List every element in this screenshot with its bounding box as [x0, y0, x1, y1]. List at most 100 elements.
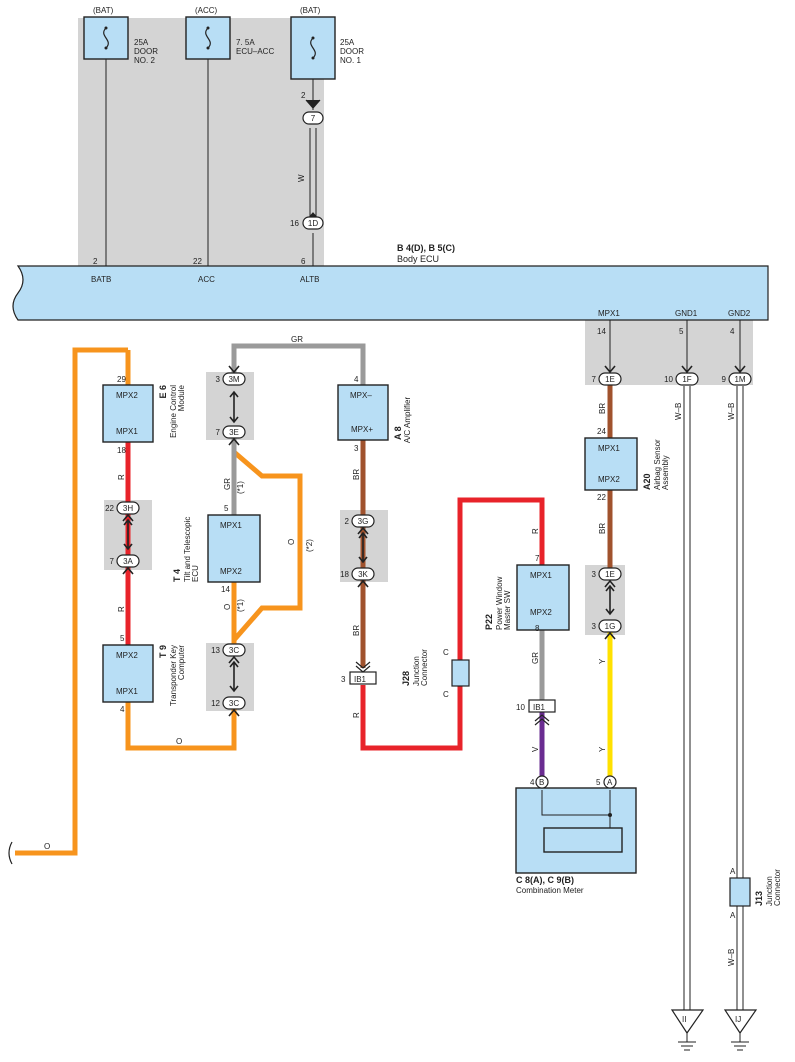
component-a8 [337, 384, 389, 441]
ground-ii [670, 1009, 705, 1051]
junction-pin-label: 3A [123, 557, 133, 566]
wire-color-label: W [297, 174, 306, 182]
fuse-door-no2 [83, 16, 129, 60]
component-terminal-label: MPX2 [598, 475, 620, 484]
junction-pin-3m: 3M 3 [216, 365, 246, 386]
component-terminal-label: MPX1 [220, 521, 242, 530]
junction-7 [302, 111, 324, 125]
wire-gr-top [231, 343, 366, 385]
connector-arrow [305, 99, 321, 109]
pin-number: 5 [679, 327, 684, 336]
component-terminal-label: MPX+ [351, 425, 373, 434]
component-code-j13: J13 [754, 891, 764, 906]
junction-pin-number: 10 [664, 375, 673, 384]
wire-color-label: BR [598, 403, 607, 414]
body-ecu-code: B 4(D), B 5(C) [397, 243, 455, 253]
component-code-a20: A20 [642, 473, 652, 490]
connector-arrow [355, 661, 371, 673]
component-name-e6: Engine Control [169, 385, 178, 438]
component-code-j28: J28 [401, 671, 411, 686]
junction-pin-3e: 3E7 [216, 425, 246, 446]
fuse-name-label: ECU–ACC [236, 47, 274, 56]
junction-pin-number: 3 [592, 570, 597, 579]
ground-label-ij: IJ [735, 1015, 741, 1024]
wire-break-mark [8, 841, 13, 865]
wire-color-label: GR [531, 652, 540, 664]
junction-pin-1d: 1D [308, 219, 318, 228]
fuse-name-label: DOOR [134, 47, 158, 56]
junction-pin-label: 7 [311, 114, 316, 123]
pin-number: 8 [535, 624, 540, 633]
pin-number: 3 [354, 444, 359, 453]
wire-color-label: O [287, 539, 296, 545]
junction-connector-j13 [729, 877, 751, 907]
pin-number: 22 [597, 493, 606, 502]
junction-pin-3a: 3A7 [110, 554, 140, 575]
wire-color-label: R [117, 606, 126, 612]
component-t4 [207, 514, 261, 583]
meter-internal-module [543, 827, 623, 853]
junction-pin-label: 3M [228, 375, 239, 384]
component-name-t9: Computer [177, 645, 186, 680]
connector-ib1-right [528, 699, 556, 713]
meter-pin-b-label: B [539, 778, 544, 787]
fuse-name-label: NO. 2 [134, 56, 155, 65]
connector-arrow [229, 660, 239, 693]
component-terminal-label: MPX– [350, 391, 372, 400]
junction-pin-7: 7 [311, 114, 316, 123]
wire-color-label: R [352, 712, 361, 718]
component-terminal-label: MPX1 [116, 427, 138, 436]
wire-color-label: Y [598, 658, 607, 664]
wire-color-label: O [44, 842, 50, 851]
body-ecu-box [12, 265, 769, 321]
junction-pin-number: 7 [216, 428, 221, 437]
connector-arrow [123, 518, 133, 551]
pin-number: 4 [354, 375, 359, 384]
component-name-t4: Tilt and Telescopic [183, 517, 192, 582]
wire-color-label: O [176, 737, 182, 746]
component-terminal-label: MPX1 [116, 687, 138, 696]
pin-number: 24 [597, 427, 606, 436]
ib1-label: IB1 [354, 675, 367, 684]
meter-internal-wire [541, 790, 611, 816]
junction-pin-label: 1E [605, 570, 615, 579]
component-terminal-label: MPX1 [530, 571, 552, 580]
wire-color-label: BR [352, 469, 361, 480]
junction-pin-number: 7 [592, 375, 597, 384]
fuse-source-label: (BAT) [93, 6, 114, 15]
component-name-j28: Junction [412, 656, 421, 686]
terminal-altb: ALTB [300, 275, 319, 284]
junction-pin-label: 3K [358, 570, 368, 579]
pin-number: 16 [290, 219, 299, 228]
component-name-j13: Junction [765, 876, 774, 906]
junction-pin-label: 3C [229, 646, 239, 655]
pin-number: 2 [301, 91, 306, 100]
pin-number: 5 [224, 504, 229, 513]
junction-pin-label: 1D [308, 219, 318, 228]
fuse-rating-label: 25A [340, 38, 355, 47]
junction-pin-3g: 3G2 [345, 514, 375, 535]
junction-pin-number: 18 [340, 570, 349, 579]
wire-color-label: W–B [727, 949, 736, 966]
component-p22 [516, 564, 570, 631]
junction-pin-number: 3 [216, 375, 221, 384]
pin-number: 22 [193, 257, 202, 266]
fuse-name-label: NO. 1 [340, 56, 361, 65]
wire-note-label: (*1) [236, 599, 245, 612]
component-e6 [102, 384, 154, 443]
meter-pin-a [603, 775, 617, 789]
component-code-p22: P22 [484, 614, 494, 630]
component-name-p22: Master SW [503, 590, 512, 630]
component-terminal-label: MPX2 [530, 608, 552, 617]
junction-pin-number: 2 [345, 517, 350, 526]
fuse-name-label: DOOR [340, 47, 364, 56]
j13-pin-top: A [730, 867, 736, 876]
component-name-p22: Power Window [495, 576, 504, 630]
component-name-j28: Connector [420, 649, 429, 686]
terminal-mpx1: MPX1 [598, 309, 620, 318]
pin-number: 14 [597, 327, 606, 336]
terminal-acc: ACC [198, 275, 215, 284]
